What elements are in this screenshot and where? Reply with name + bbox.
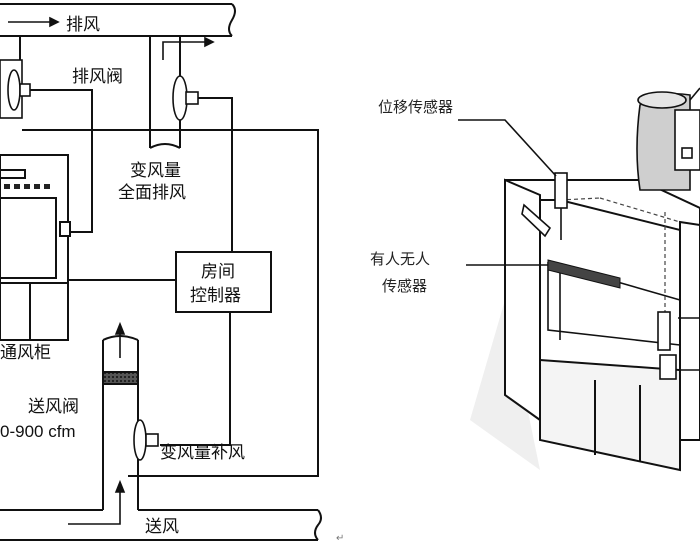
paragraph-mark-icon: ↵ [336,533,344,544]
vav-exhaust-label-line1: 变风量 [130,161,181,181]
presence-sensor-icon [657,311,677,380]
hood-indicator-lights [4,184,50,189]
left-hvac-schematic: 排风 排风阀 变风量 全面排风 房间 控制器 [0,3,344,544]
exhaust-arrow [8,16,215,60]
presence-sensor-label-line2: 传感器 [382,277,427,295]
leader-lines [458,119,700,371]
right-hood-illustration: 位移传感器 有人无人 传感器 [370,87,700,472]
vav-makeup-label: 变风量补风 [160,443,245,463]
hidden-edges [559,197,681,330]
fume-hood [0,154,71,341]
sash-handle-bar [547,259,621,289]
supply-arrows [68,321,126,525]
room-controller-line2: 控制器 [190,286,241,306]
fume-hood-body [504,178,700,472]
fume-hood-label: 通风柜 [0,343,51,363]
exhaust-actuator-icon [636,87,700,191]
room-controller-line1: 房间 [201,262,235,282]
displacement-sensor-icon [521,172,568,240]
exhaust-label: 排风 [66,15,100,35]
hood-exhaust-valve-icon [0,59,31,119]
supply-label: 送风 [145,517,179,537]
supply-valve-label: 送风阀 [28,397,79,417]
vav-exhaust-damper-icon [172,75,199,121]
airflow-label: 0-900 cfm [0,422,76,441]
presence-sensor-label-line1: 有人无人 [370,250,430,268]
exhaust-valve-label: 排风阀 [72,67,123,87]
supply-damper-icon [133,419,159,461]
control-wiring [22,89,319,477]
displacement-sensor-label: 位移传感器 [378,98,453,116]
room-controller [175,251,272,313]
vav-exhaust-label-line2: 全面排风 [118,183,186,203]
